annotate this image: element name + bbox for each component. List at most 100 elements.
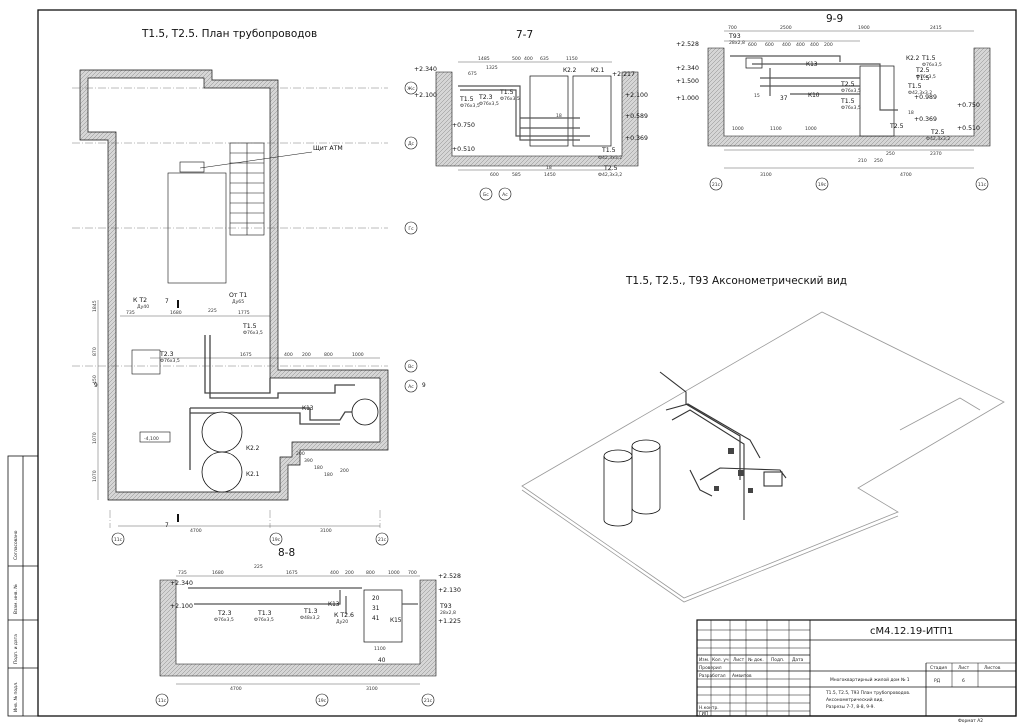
sec88-sub-2: Ф76х3,5 xyxy=(254,617,274,623)
plan-dim-top-2: 1680 xyxy=(170,310,182,316)
sec99-level-r2: +0.750 xyxy=(957,102,980,109)
plan-dim-left-3: 450 xyxy=(92,375,98,384)
sec99-dim-2: 2500 xyxy=(780,25,792,31)
plan-k21: К2.1 xyxy=(246,472,260,478)
plan-t15-sub: Ф76х3,5 xyxy=(243,330,263,336)
sec99-axis-21-lbl: 21с xyxy=(712,182,721,188)
sec77-level-l2: +2.100 xyxy=(414,92,437,99)
sec99-dims xyxy=(724,30,974,169)
sec77-lbl-18a: 18 xyxy=(556,113,562,119)
sec88-lbl-k15: К15 xyxy=(390,618,402,624)
sec99-lbl-37: 37 xyxy=(780,96,788,102)
sec99-axis-21 xyxy=(709,177,723,191)
axis-zh: Жс xyxy=(407,86,415,92)
tb-col-kol: Кол. уч xyxy=(712,657,729,663)
sec77-level-l4: +0.510 xyxy=(452,146,475,153)
sec99-title: 9-9 xyxy=(826,13,843,25)
sec99-dim-b4: 210 xyxy=(858,158,867,164)
sec88-lbl-20: 20 xyxy=(372,596,380,602)
sec77-axis-a xyxy=(498,187,512,201)
side-stamp-sign: Подп. и дата xyxy=(13,634,19,664)
sec88-axis-19-lbl: 19с xyxy=(318,698,327,704)
sec77-level-l1: +2.340 xyxy=(414,66,437,73)
tb-sheet-head: Лист xyxy=(958,665,970,671)
plan-dim-small-1: 200 xyxy=(296,451,305,457)
sec88-axis-11 xyxy=(155,693,169,707)
plan-dim-top-3: 225 xyxy=(208,308,217,314)
tb-col-list: Лист xyxy=(733,657,745,663)
sec99-dim2-2: 600 xyxy=(765,42,774,48)
sec99-axis-11-lbl: 11с xyxy=(978,182,987,188)
sec99-lbl-t25: Т2.5 xyxy=(915,67,930,74)
side-stamp-replace: Взам. инв. № xyxy=(13,584,19,614)
tb-format: Формат А2 xyxy=(958,718,983,724)
sec88-dim-b1: 4700 xyxy=(230,686,242,692)
sec77-dim-b3: 1450 xyxy=(544,172,556,178)
sec88-dim-b2: 3100 xyxy=(366,686,378,692)
sec99-dim2-1: 600 xyxy=(748,42,757,48)
sec88-axis-19 xyxy=(315,693,329,707)
sec77-lbl-k22: К2.2 xyxy=(563,68,577,74)
sec99-dim2-6: 200 xyxy=(824,42,833,48)
sec88-sub-1: Ф76х3,5 xyxy=(214,617,234,623)
section-mark-7-top: 7 xyxy=(165,299,169,305)
sec99-dim-b1: 1000 xyxy=(732,126,744,132)
tb-role-gip: ГИП xyxy=(699,711,708,717)
sec77-level-l3: +0.750 xyxy=(452,122,475,129)
sec77-lbl-2: Т2.3 xyxy=(478,94,493,101)
sec99-lbl-t25d: Т2.5 xyxy=(889,123,904,130)
plan-dim-small-4: 180 xyxy=(324,472,333,478)
sec88-dim-6: 200 xyxy=(345,570,354,576)
sec99-lbl-t15: Т1.5 xyxy=(921,55,936,62)
sec77-level-r3: +0.589 xyxy=(625,113,648,120)
sec99-dim-c2: 4700 xyxy=(900,172,912,178)
plan-dim-left-2: 870 xyxy=(92,347,98,356)
sec77-dim-5: 400 xyxy=(524,56,533,62)
tb-object: Многоквартирный жилой дом № 1 xyxy=(830,676,910,683)
sec77-dim-b2: 585 xyxy=(512,172,521,178)
tb-role-nkontr: Н.контр. xyxy=(699,705,719,711)
sec99-lbl-t93: Т93 xyxy=(728,33,741,40)
tb-author: Амвитов xyxy=(732,673,752,679)
section-mark-9-right: 9 xyxy=(422,383,426,389)
sec88-dim-inner: 1100 xyxy=(374,646,386,652)
sec77-level-r4: +0.369 xyxy=(625,135,648,142)
sec99-dim2-4: 400 xyxy=(796,42,805,48)
sec99-lbl-t25c: Т2.5 xyxy=(930,129,945,136)
sec88-level-l1: +2.340 xyxy=(170,580,193,587)
sec99-lbl-k10: К10 xyxy=(808,93,820,99)
plan-dim-mid-2: 400 xyxy=(284,352,293,358)
sec99-level-l3: +1.500 xyxy=(676,78,699,85)
sec77-dim-2: 675 xyxy=(468,71,477,77)
title-block xyxy=(696,619,1017,717)
tb-desc-1: Т1.5, Т2.5, Т93 План трубопроводов. xyxy=(825,689,910,696)
sec77-dim-6: 635 xyxy=(540,56,549,62)
sec77-pipes xyxy=(458,85,590,141)
sec88-sub-4: Ду20 xyxy=(336,619,348,625)
plan-tanks xyxy=(131,349,379,493)
sec88-dim-9: 700 xyxy=(408,570,417,576)
sec77-lbl-t25: Т2.5 xyxy=(603,165,618,172)
sec99-lbl-18: 18 xyxy=(908,110,914,116)
sec99-dim-3: 1900 xyxy=(858,25,870,31)
tb-col-date: Дата xyxy=(792,657,804,663)
sec77-axis-a-lbl: Ас xyxy=(502,192,508,198)
axon-tanks xyxy=(603,439,661,527)
sec88-axis-11-lbl: 11с xyxy=(158,698,167,704)
sec99-sub-4: Ф76х3,5 xyxy=(841,105,861,111)
plan-dim-mid-1: 1675 xyxy=(240,352,252,358)
sec99-sub-t93: 28х2,8 xyxy=(729,40,745,46)
sec88-equipment xyxy=(363,589,403,643)
sec99-dim-b7: 2370 xyxy=(930,151,942,157)
sec99-dim2-3: 400 xyxy=(782,42,791,48)
tb-col-sign: Подп. xyxy=(771,657,784,663)
sec88-level-r1: +2.528 xyxy=(438,573,461,580)
sec99-lbl-15: 15 xyxy=(754,93,760,99)
tb-stage-head: Стадия xyxy=(930,665,947,671)
sec99-dim-b5: 250 xyxy=(874,158,883,164)
sec99-axis-19-lbl: 19с xyxy=(818,182,827,188)
sec88-lbl-k13: К13 xyxy=(328,602,340,608)
tb-col-izm: Изм. xyxy=(699,657,709,663)
sec88-lbl-40: 40 xyxy=(378,658,386,664)
